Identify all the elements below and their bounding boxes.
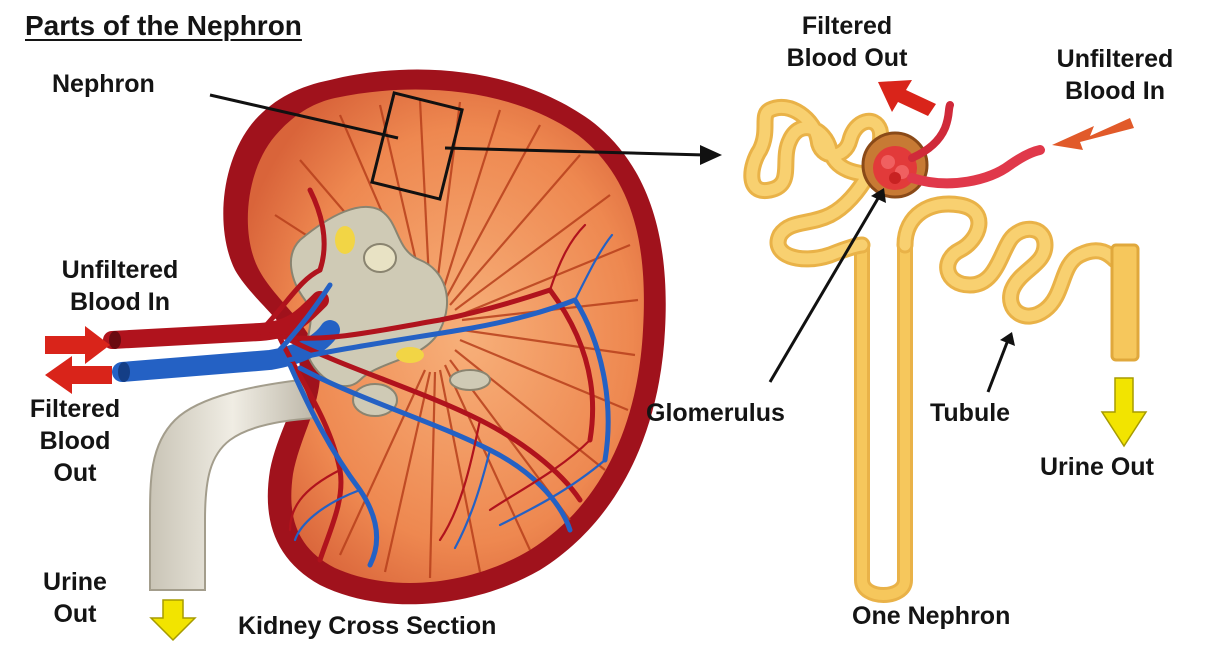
filtered-out-arrow-right <box>878 80 936 116</box>
nephron-illustration <box>752 105 1138 595</box>
kidney-caption: Kidney Cross Section <box>238 610 496 642</box>
vein-opening <box>118 362 130 382</box>
unfiltered-in-arrow-right <box>1052 118 1134 150</box>
filtered-out-arrow <box>45 356 112 394</box>
artery-opening <box>109 331 121 349</box>
nephron-filtered-blood-out-label: Filtered Blood Out <box>742 10 952 74</box>
nephron-urine-out-label: Urine Out <box>1040 451 1154 483</box>
fat-deposit <box>335 226 355 254</box>
urine-out-arrow-right <box>1102 378 1146 446</box>
fat-deposit <box>396 347 424 363</box>
glomerulus-label: Glomerulus <box>646 397 785 429</box>
loop-of-henle <box>862 245 905 595</box>
calyx <box>450 370 490 390</box>
collecting-duct <box>1112 245 1138 360</box>
zoom-pointer-arrowhead <box>700 145 722 165</box>
urine-out-arrow-left <box>151 600 195 640</box>
kidney-filtered-blood-out-label: Filtered Blood Out <box>5 393 145 489</box>
kidney-unfiltered-blood-in-label: Unfiltered Blood In <box>25 254 215 318</box>
kidney-illustration <box>109 69 666 604</box>
tubule-pointer-line <box>988 340 1008 392</box>
kidney-urine-out-label: Urine Out <box>20 566 130 630</box>
tubule-label: Tubule <box>930 397 1010 429</box>
calyx <box>364 244 396 272</box>
diagram-title: Parts of the Nephron <box>25 10 302 42</box>
nephron-unfiltered-blood-in-label: Unfiltered Blood In <box>1010 43 1220 107</box>
nephron-caption: One Nephron <box>852 600 1010 632</box>
nephron-label: Nephron <box>52 68 155 100</box>
unfiltered-in-arrow <box>45 326 110 364</box>
afferent-arteriole <box>912 150 1040 183</box>
